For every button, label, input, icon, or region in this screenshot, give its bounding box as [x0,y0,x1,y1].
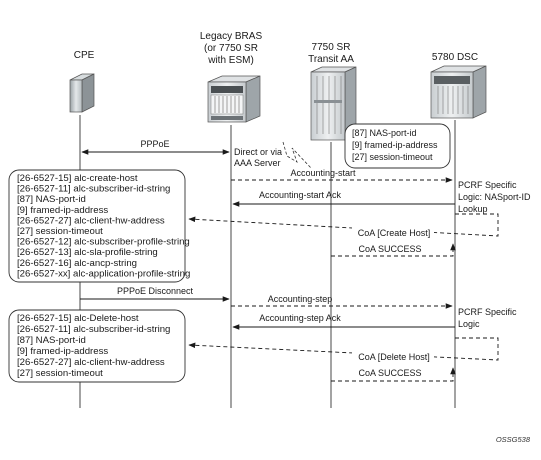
coa-success-2-label: CoA SUCCESS [358,368,421,378]
coa-create-host-label: CoA [Create Host] [358,228,431,238]
create-host-attr-5: [27] session-timeout [17,226,103,237]
pcrf-logic-2-line1: PCRF Specific [458,307,517,317]
pcrf-logic-1-line2: Logic: NASport-ID [458,192,531,202]
pcrf-logic-1-line1: PCRF Specific [458,180,517,190]
coa-delete-host-label: CoA [Delete Host] [358,352,430,362]
delete-host-attr-1: [26-6527-11] alc-subscriber-id-string [17,324,170,335]
acct-start-label: Accounting-start [290,168,356,178]
coa-success-1-arrow [331,243,456,257]
dsc-attr-framed-ip: [9] framed-ip-address [352,140,438,150]
delete-host-attribute-list: [26-6527-15] alc-Delete-host [26-6527-11… [17,313,170,379]
pcrf-logic-1-line3: Lookup [458,204,488,214]
pcrf-logic-2-line2: Logic [458,319,480,329]
cpe-device-icon [69,73,95,113]
create-host-attr-0: [26-6527-15] alc-create-host [17,173,138,184]
create-host-attr-6: [26-6527-12] alc-subscriber-profile-stri… [17,237,190,248]
header-transit-line2: Transit AA [308,54,354,65]
delete-host-attr-3: [9] framed-ip-address [17,346,108,357]
pppoe-disconnect-label: PPPoE Disconnect [117,286,194,296]
header-transit-line1: 7750 SR [312,42,351,53]
header-dsc: 5780 DSC [432,52,478,63]
coa-create-host-label-bg [352,227,434,239]
direct-via-label-2: AAA Server [234,158,281,168]
dsc-attr-session-timeout: [27] session-timeout [352,152,433,162]
direct-via-dashed-path [282,141,312,169]
delete-host-attr-2: [87] NAS-port-id [17,335,86,346]
create-host-attr-3: [9] framed-ip-address [17,205,108,216]
coa-delete-host-label-bg [352,351,434,363]
pppoe-label: PPPoE [140,139,169,149]
coa-create-host-arrow [188,213,499,237]
create-host-attribute-box [8,169,186,283]
delete-host-attr-0: [26-6527-15] alc-Delete-host [17,313,139,324]
figure-id: OSSG538 [496,435,531,444]
header-bras-line2: (or 7750 SR [204,43,258,54]
coa-success-1-label: CoA SUCCESS [358,244,421,254]
coa-delete-host-arrow [188,337,499,361]
header-bras-line3: with ESM) [207,55,254,66]
bras-device-icon [207,75,261,123]
create-host-attr-2: [87] NAS-port-id [17,194,86,205]
create-host-attribute-list: [26-6527-15] alc-create-host [26-6527-11… [17,173,190,279]
acct-step-ack-label: Accounting-step Ack [259,313,341,323]
dsc-attribute-box [344,123,451,169]
create-host-attr-8: [26-6527-16] alc-ancp-string [17,258,137,269]
create-host-attr-4: [26-6527-27] alc-client-hw-address [17,215,165,226]
coa-success-2-arrow [331,367,456,382]
acct-step-label: Accounting-step [268,294,333,304]
delete-host-attribute-box [8,309,186,383]
dsc-attr-nas-port-id: [87] NAS-port-id [352,128,417,138]
delete-host-attr-5: [27] session-timeout [17,368,103,379]
delete-host-attr-4: [26-6527-27] alc-client-hw-address [17,357,165,368]
direct-via-label-1: Direct or via [234,147,282,157]
dsc-device-icon [430,65,487,119]
header-cpe: CPE [74,50,95,61]
acct-start-ack-label: Accounting-start Ack [259,190,342,200]
create-host-attr-9: [26-6527-xx] alc-application-profile-str… [17,268,190,279]
create-host-attr-7: [26-6527-13] alc-sla-profile-string [17,247,158,258]
transit-aa-device-icon [310,66,357,141]
header-bras-line1: Legacy BRAS [200,31,263,42]
create-host-attr-1: [26-6527-11] alc-subscriber-id-string [17,184,170,195]
